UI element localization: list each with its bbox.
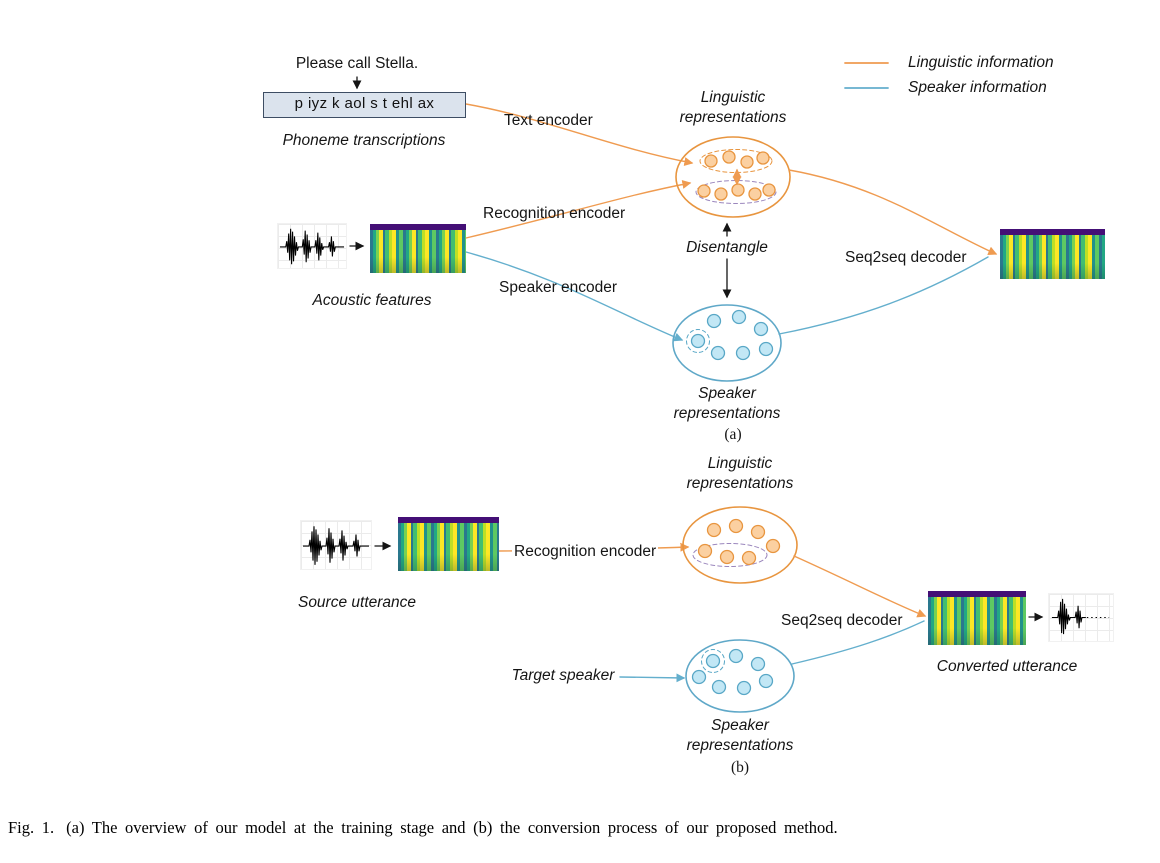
target-speaker-label: Target speaker bbox=[511, 667, 615, 684]
speaker-representations-ellipse-b bbox=[685, 639, 795, 713]
linguistic-to-decoder-curve-b bbox=[793, 555, 927, 618]
speaker-to-decoder-curve-b bbox=[791, 620, 925, 665]
spectrogram-image-a-output bbox=[1000, 229, 1105, 279]
waveform-b-source-graphic bbox=[303, 526, 369, 565]
legend-linguistic-label: Linguistic information bbox=[908, 54, 1054, 71]
speaker-representations-line1-a: Speaker bbox=[698, 385, 756, 402]
linguistic-dashed-group-bottom bbox=[695, 180, 777, 204]
speaker-representations-line2-b: representations bbox=[686, 737, 794, 754]
waveform-icon-b-converted bbox=[1048, 593, 1114, 642]
converted-utterance-label: Converted utterance bbox=[936, 658, 1078, 675]
legend-speaker-label: Speaker information bbox=[908, 79, 1047, 96]
speaker-representations-label-b: Speaker representations bbox=[687, 716, 794, 756]
text-encoder-label: Text encoder bbox=[504, 112, 593, 129]
linguistic-representations-label-b: Linguistic representations bbox=[687, 454, 794, 494]
recognition-encoder-curve-a bbox=[465, 180, 692, 239]
linguistic-representations-line1-a: Linguistic bbox=[700, 89, 766, 106]
phoneme-transcriptions-label: Phoneme transcriptions bbox=[282, 132, 446, 149]
linguistic-representations-ellipse-a bbox=[675, 136, 791, 218]
sentence-label: Please call Stella. bbox=[295, 55, 419, 72]
figure-caption-text: (a) The overview of our model at the tra… bbox=[66, 818, 838, 837]
seq2seq-decoder-label-b: Seq2seq decoder bbox=[781, 612, 903, 629]
recognition-encoder-label-b: Recognition encoder bbox=[512, 542, 659, 562]
recognition-encoder-label-a: Recognition encoder bbox=[483, 205, 626, 222]
spectrogram-image-b-source bbox=[398, 517, 499, 571]
waveform-a-graphic bbox=[279, 228, 345, 265]
spectrogram-image-a-input bbox=[370, 224, 466, 273]
selected-speaker-dashed-circle-a bbox=[686, 329, 710, 353]
waveform-b-converted-graphic bbox=[1051, 598, 1110, 635]
linguistic-representations-ellipse-b bbox=[682, 506, 798, 584]
linguistic-representations-line2-a: representations bbox=[679, 109, 787, 126]
disentangle-label: Disentangle bbox=[686, 239, 768, 256]
linguistic-to-decoder-curve-a bbox=[788, 169, 998, 255]
speaker-representations-label-a: Speaker representations bbox=[674, 384, 781, 424]
speaker-units-b bbox=[691, 648, 774, 696]
target-speaker-arrow bbox=[619, 673, 686, 683]
acoustic-features-label: Acoustic features bbox=[312, 292, 432, 309]
figure-caption: Fig. 1. (a) The overview of our model at … bbox=[8, 818, 1156, 838]
figure-caption-label: Fig. 1. bbox=[8, 818, 55, 837]
panel-a-vectors bbox=[349, 62, 998, 382]
waveform-icon-b-source bbox=[300, 520, 372, 570]
waveform-icon-a bbox=[277, 223, 347, 269]
speaker-representations-line1-b: Speaker bbox=[711, 717, 769, 734]
source-utterance-label: Source utterance bbox=[297, 594, 417, 611]
speaker-encoder-curve-a bbox=[465, 251, 684, 342]
seq2seq-decoder-label-a: Seq2seq decoder bbox=[845, 249, 967, 266]
linguistic-representations-line2-b: representations bbox=[686, 475, 794, 492]
spectrogram-image-b-output bbox=[928, 591, 1026, 645]
linguistic-representations-label-a: Linguistic representations bbox=[680, 88, 787, 128]
linguistic-dashed-group-top bbox=[699, 149, 773, 173]
speaker-representations-line2-a: representations bbox=[673, 405, 781, 422]
speaker-representations-ellipse-a bbox=[672, 304, 782, 382]
panel-b-vectors bbox=[374, 506, 1044, 713]
linguistic-units-b bbox=[697, 518, 781, 566]
phoneme-box: p iyz k aol s t ehl ax bbox=[263, 92, 466, 118]
panel-a-tag: (a) bbox=[724, 426, 742, 443]
text-encoder-curve bbox=[465, 103, 694, 167]
speaker-units-a bbox=[690, 309, 774, 361]
panel-b-tag: (b) bbox=[730, 759, 750, 776]
speaker-to-decoder-curve-a bbox=[778, 256, 989, 335]
linguistic-representations-line1-b: Linguistic bbox=[707, 455, 773, 472]
selected-speaker-dashed-circle-b bbox=[701, 649, 725, 673]
linguistic-units-a bbox=[697, 150, 776, 201]
linguistic-dashed-group-b bbox=[692, 543, 768, 567]
speaker-encoder-label: Speaker encoder bbox=[499, 279, 618, 296]
